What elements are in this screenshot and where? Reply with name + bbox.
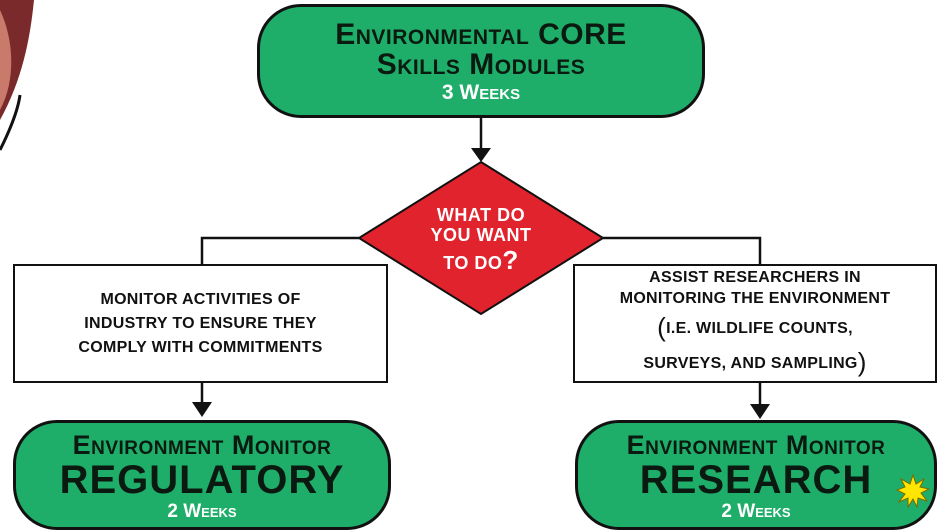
- option-right-paren-close: ): [857, 347, 867, 378]
- corner-photo-fragment: [0, 0, 34, 151]
- connector-decision-to-right: [603, 236, 762, 264]
- option-left-line2: INDUSTRY TO ENSURE THEY: [84, 314, 317, 332]
- outcome-research: Environment Monitor RESEARCH 2 Weeks: [575, 420, 937, 530]
- outcome-regulatory: Environment Monitor REGULATORY 2 Weeks: [13, 420, 391, 530]
- option-regulatory: MONITOR ACTIVITIES OF INDUSTRY TO ENSURE…: [13, 264, 388, 383]
- option-left-line3: COMPLY WITH COMMITMENTS: [78, 338, 323, 356]
- arrowhead-start: [471, 148, 491, 162]
- outcome-right-title: Environment Monitor: [626, 430, 886, 460]
- decision-question-mark: ?: [502, 244, 519, 275]
- arrowhead-left: [192, 402, 212, 417]
- outcome-right-track: RESEARCH: [639, 458, 873, 502]
- option-right-line4-wrap: SURVEYS, AND SAMPLING): [620, 345, 891, 380]
- option-right-line4: SURVEYS, AND SAMPLING: [643, 355, 858, 373]
- arrowhead-right: [750, 404, 770, 419]
- flowchart-connectors: [192, 118, 770, 419]
- start-duration: 3 Weeks: [441, 80, 521, 104]
- start-title-line1: Environmental CORE: [335, 17, 627, 51]
- option-right-line3-wrap: (I.E. WILDLIFE COUNTS,: [620, 310, 891, 345]
- outcome-left-track: REGULATORY: [59, 458, 345, 502]
- connector-decision-to-left: [200, 236, 359, 264]
- outcome-left-title: Environment Monitor: [72, 430, 332, 460]
- start-title-line2: Skills Modules: [376, 47, 586, 81]
- starburst-icon: [896, 474, 930, 508]
- option-right-line1: ASSIST RESEARCHERS IN: [649, 268, 861, 286]
- option-left-line1: MONITOR ACTIVITIES OF: [100, 290, 301, 308]
- decision-diamond: [357, 160, 605, 316]
- decision-line3: TO DO: [443, 252, 503, 273]
- decision-line1: WHAT DO: [436, 205, 526, 225]
- option-research: ASSIST RESEARCHERS IN MONITORING THE ENV…: [573, 264, 937, 383]
- outcome-left-duration: 2 Weeks: [167, 501, 237, 522]
- option-right-line2: MONITORING THE ENVIRONMENT: [619, 290, 891, 308]
- decision-question: WHAT DO YOU WANT TO DO?: [401, 205, 561, 275]
- option-right-paren-open: (: [657, 312, 667, 342]
- decision-line2: YOU WANT: [430, 224, 532, 245]
- option-right-line3: I.E. WILDLIFE COUNTS,: [666, 320, 853, 337]
- outcome-right-duration: 2 Weeks: [721, 501, 791, 522]
- start-terminal: Environmental CORE Skills Modules 3 Week…: [257, 4, 705, 118]
- decision-line3-wrap: TO DO?: [401, 244, 561, 275]
